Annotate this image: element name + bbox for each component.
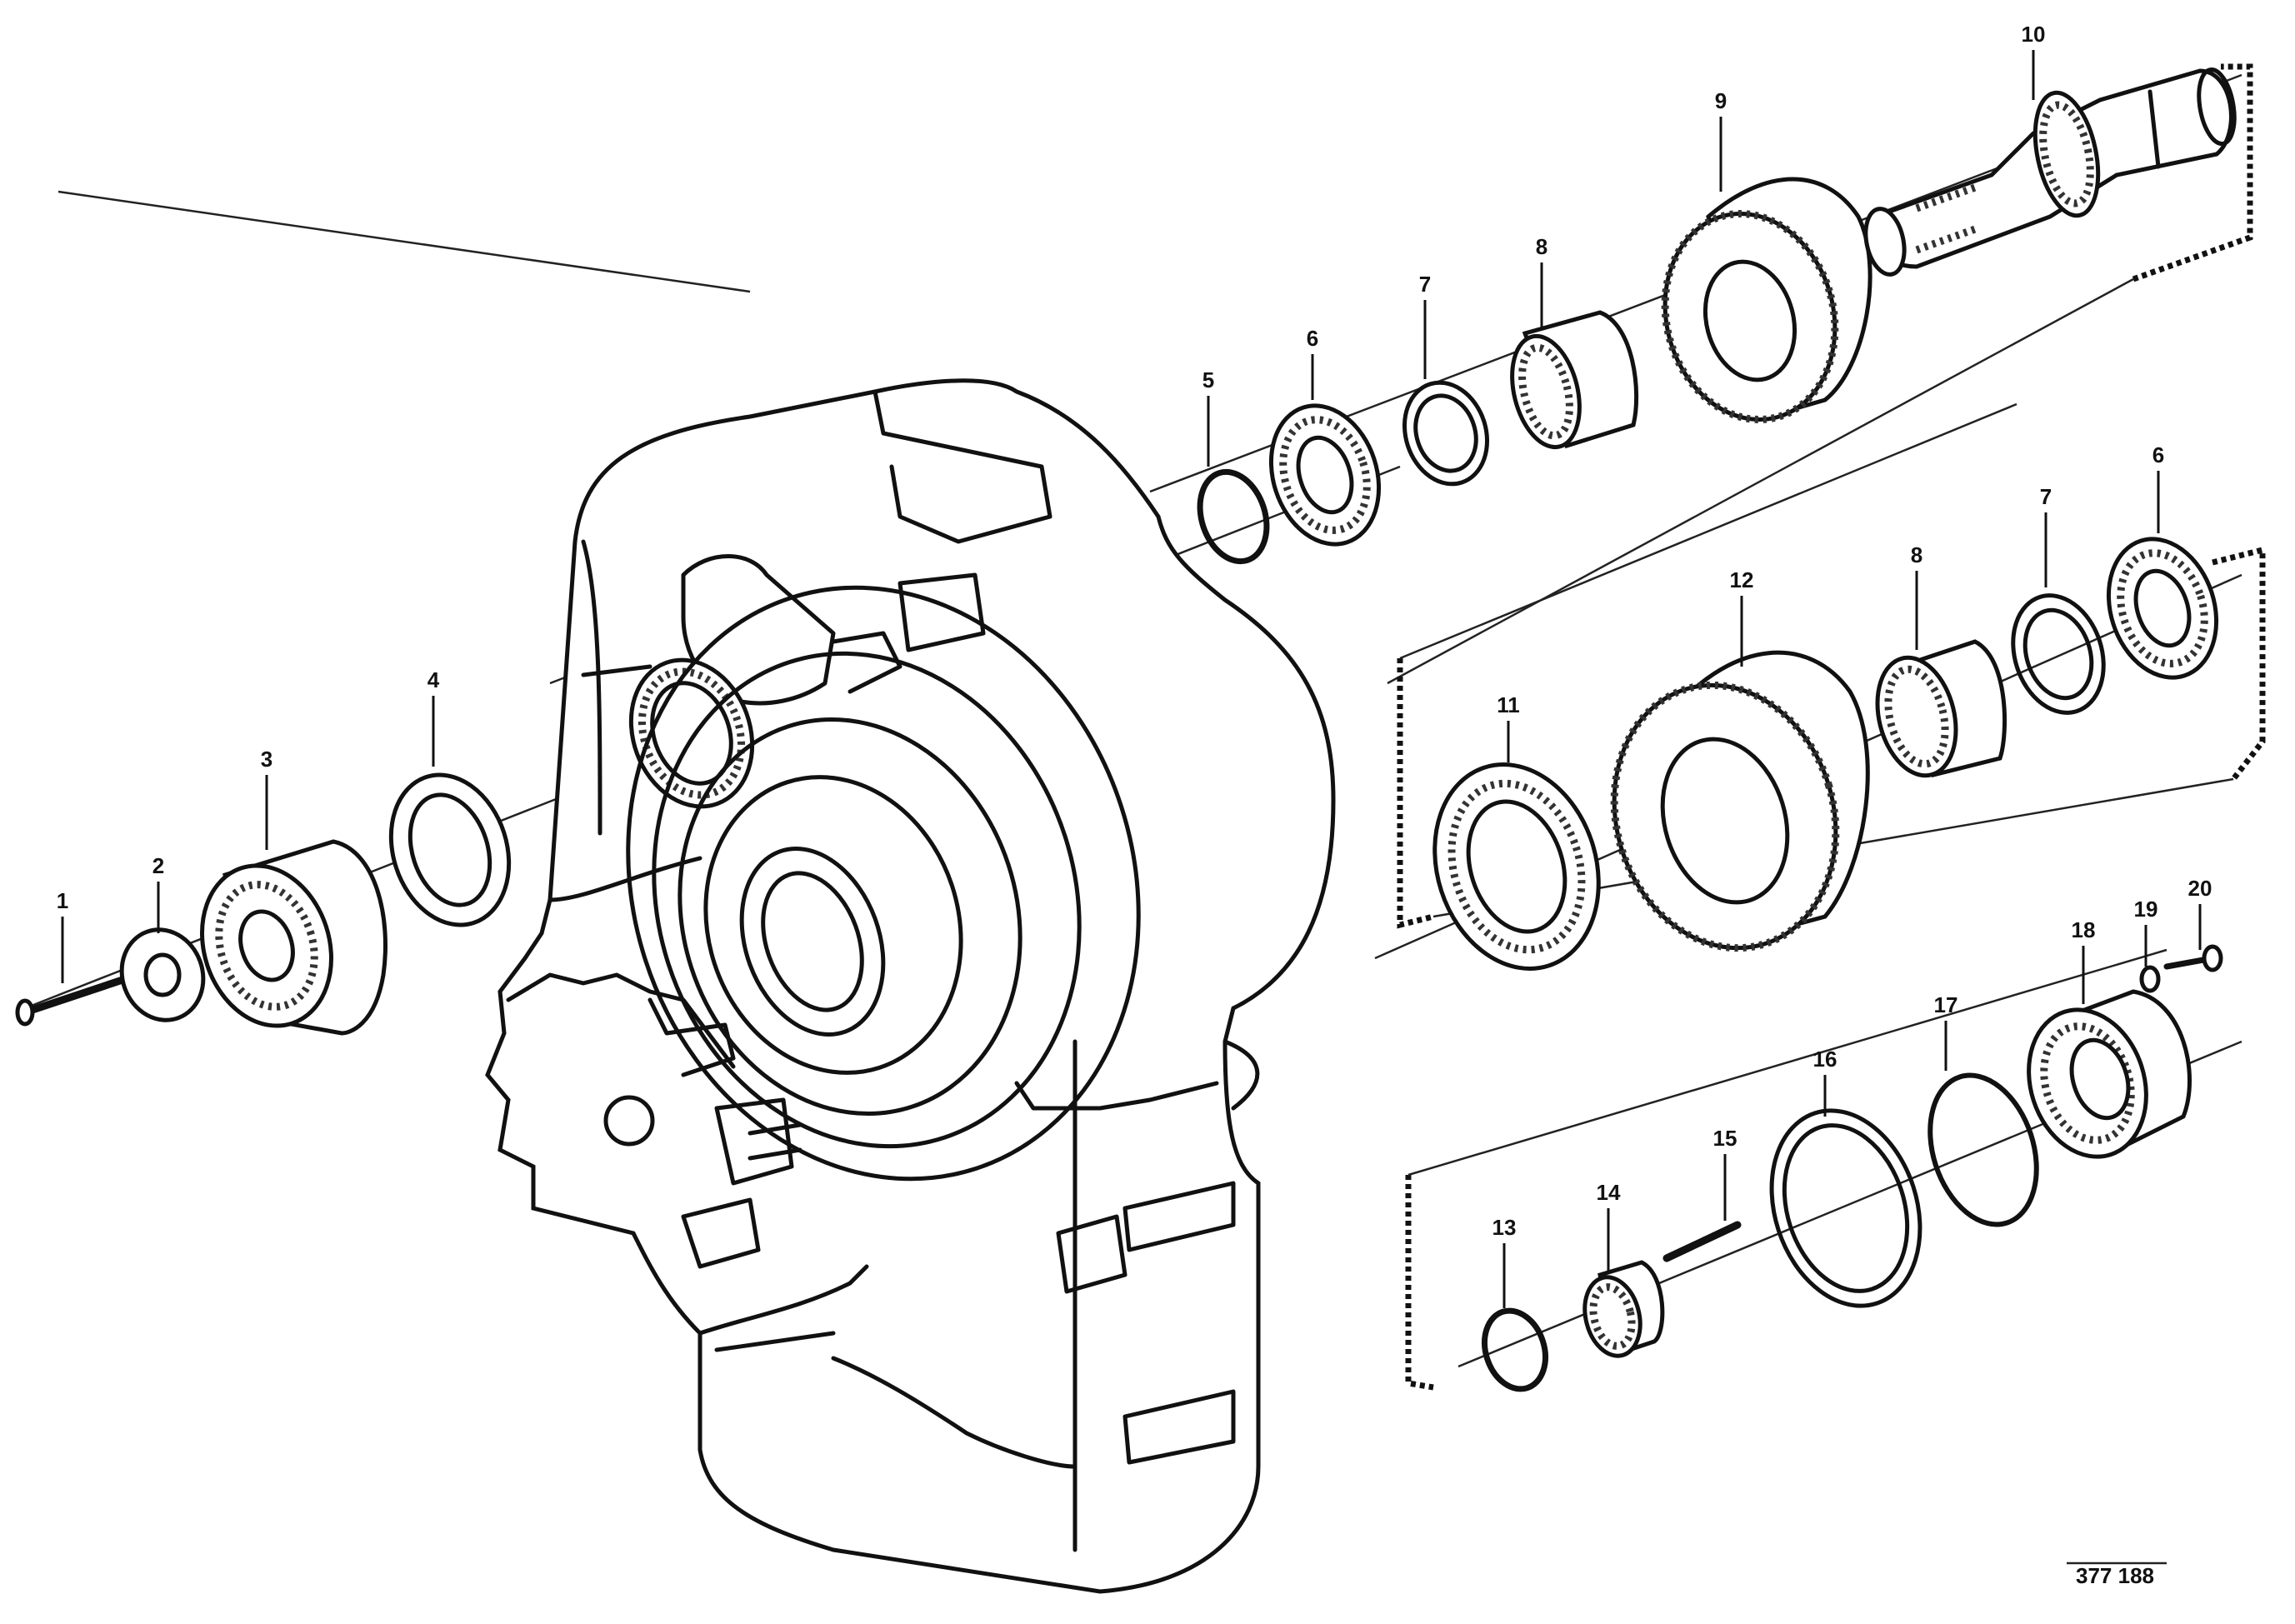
- callout-18: 18: [2072, 917, 2096, 942]
- callout-leaders: [61, 50, 2202, 1308]
- callout-7b: 7: [2040, 484, 2052, 509]
- callout-5: 5: [1202, 367, 1214, 392]
- part-11-bearing: [1432, 762, 1601, 971]
- callout-19: 19: [2134, 897, 2158, 922]
- part-17-o-ring: [1928, 1072, 2039, 1227]
- part-1-bolt: [15, 975, 129, 1027]
- drawing-reference: 377 188: [2067, 1562, 2167, 1588]
- callout-16: 16: [1813, 1047, 1838, 1072]
- reference-code: 377 188: [2076, 1563, 2154, 1588]
- part-5-circlip: [1197, 468, 1270, 565]
- group-frame-upper: [1387, 63, 2253, 685]
- part-6-bearing: [1268, 403, 1382, 547]
- group-frame-lower: [1405, 948, 2168, 1391]
- callout-6: 6: [1307, 326, 1318, 351]
- part-19-washer: [2139, 965, 2161, 993]
- part-8-needle-bearing: [1510, 310, 1639, 450]
- part-9-gear: [1661, 177, 1872, 423]
- part-16-gasket: [1769, 1108, 1922, 1308]
- callout-1: 1: [57, 888, 68, 913]
- part-15-pin: [1662, 1221, 1742, 1262]
- part-13-o-ring: [1482, 1307, 1548, 1392]
- callout-15: 15: [1713, 1126, 1738, 1151]
- callout-7: 7: [1419, 272, 1431, 297]
- callout-11: 11: [1497, 692, 1520, 717]
- part-6b-bearing: [2106, 537, 2219, 680]
- part-14-sleeve: [1582, 1260, 1665, 1358]
- part-7b-spacer-ring: [2011, 593, 2106, 715]
- callout-17: 17: [1934, 992, 1958, 1017]
- callout-20: 20: [2188, 876, 2212, 901]
- callout-6b: 6: [2152, 442, 2164, 467]
- part-20-screw: [2163, 944, 2223, 972]
- part-4-seal: [388, 772, 512, 927]
- part-12-gear: [1610, 650, 1870, 952]
- part-8b-needle-bearing: [1875, 639, 2008, 778]
- callout-9: 9: [1715, 88, 1727, 113]
- part-3-flange: [200, 839, 388, 1036]
- callout-2: 2: [152, 853, 164, 878]
- part-10-shaft: [1863, 67, 2237, 277]
- callout-4: 4: [428, 667, 440, 692]
- part-7-spacer-ring: [1402, 380, 1490, 487]
- callout-12: 12: [1730, 567, 1754, 592]
- callout-8b: 8: [1911, 542, 1922, 567]
- callout-8: 8: [1536, 234, 1548, 259]
- callout-labels: 1 2 3 4 5 6 7 8 9 10 11 12 8 7 6 13 14 1…: [57, 22, 2212, 1240]
- part-18-cover: [2027, 989, 2192, 1159]
- part-2-washer: [119, 927, 206, 1022]
- callout-10: 10: [2022, 22, 2046, 47]
- callout-3: 3: [261, 747, 272, 772]
- callout-14: 14: [1597, 1180, 1621, 1205]
- gearbox-housing: [485, 378, 1336, 1594]
- callout-13: 13: [1492, 1215, 1517, 1240]
